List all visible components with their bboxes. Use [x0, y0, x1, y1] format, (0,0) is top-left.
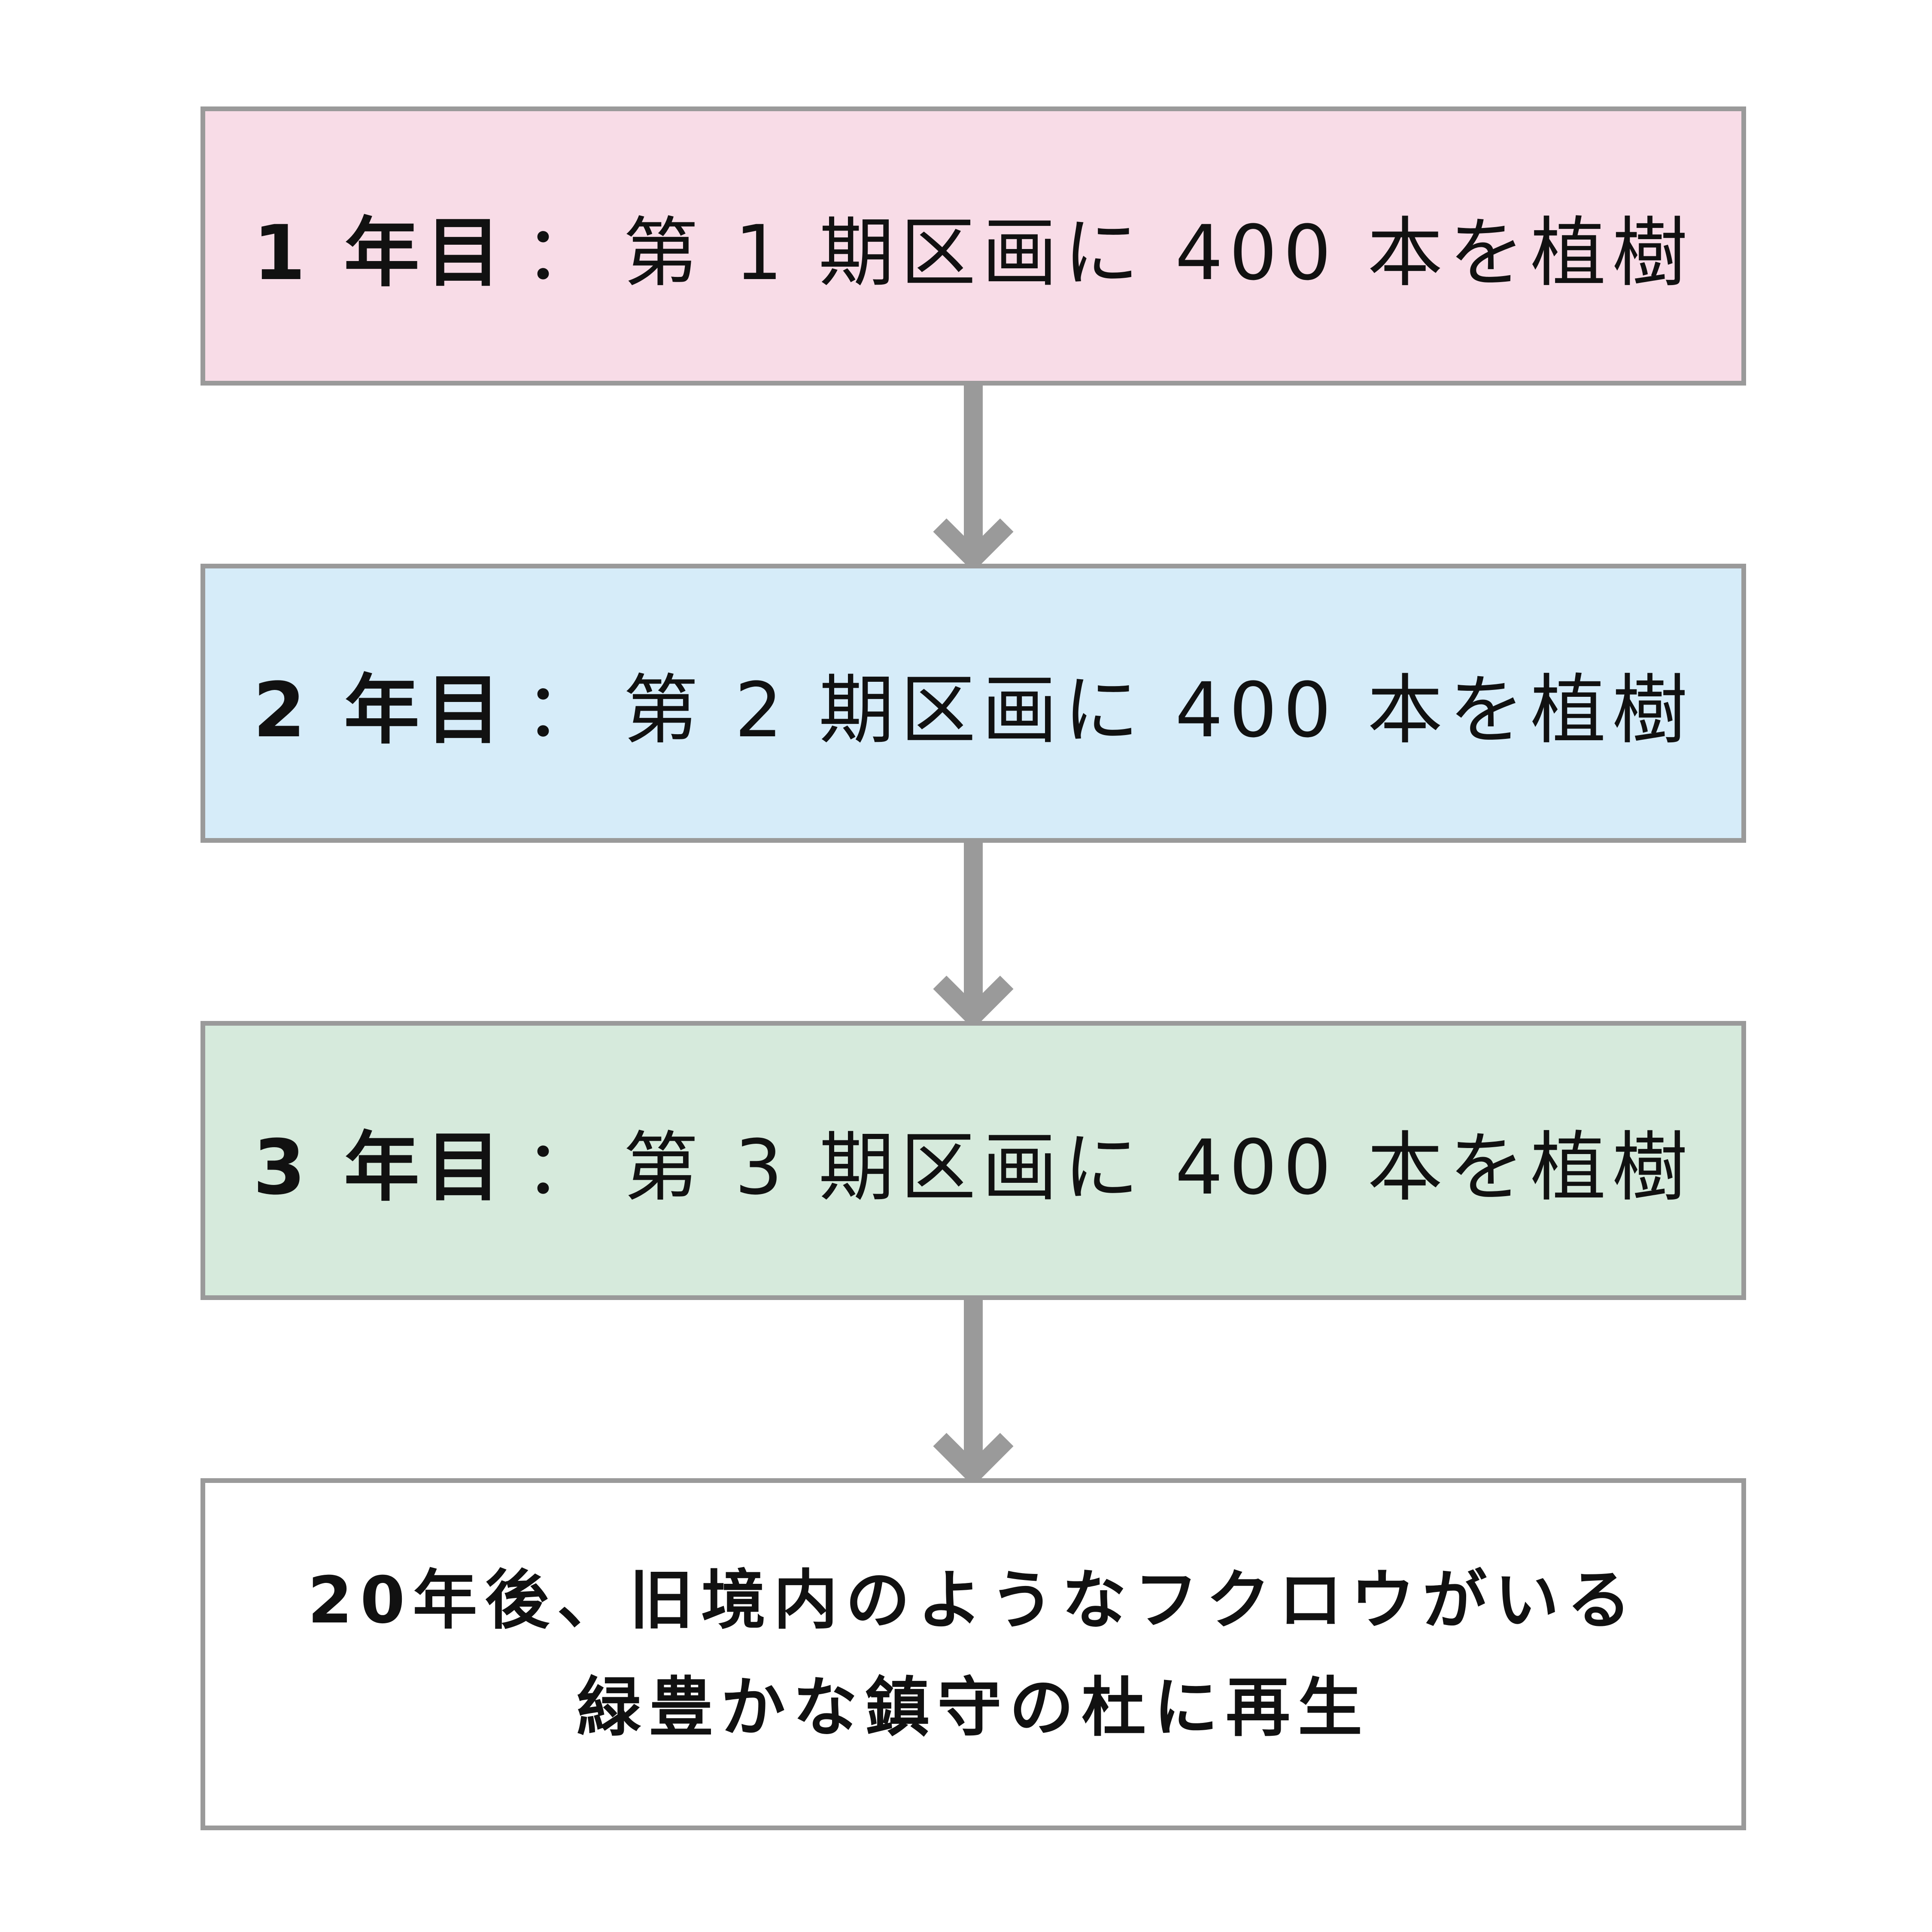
step-detail-text: 第 3 期区画に 400 本を植樹: [623, 1123, 1694, 1212]
result-box: 20年後、旧境内のようなフクロウがいる 緑豊かな鎮守の杜に再生: [200, 1478, 1746, 1830]
flow-arrow-3: [933, 1300, 1014, 1478]
step-year-label: 3 年目: [253, 1123, 507, 1212]
result-line-2: 緑豊かな鎮守の杜に再生: [576, 1671, 1370, 1745]
step-separator: ：: [524, 1123, 606, 1212]
step-detail-text: 第 2 期区画に 400 本を植樹: [623, 666, 1694, 754]
step-separator: ：: [524, 666, 606, 754]
flow-arrow-1: [933, 386, 1014, 564]
step-year-label: 2 年目: [253, 666, 507, 754]
flow-arrow-2: [933, 843, 1014, 1021]
step-detail-text: 第 1 期区画に 400 本を植樹: [623, 209, 1694, 297]
step-box-year-1: 1 年目 ： 第 1 期区画に 400 本を植樹: [200, 106, 1746, 386]
step-box-year-3: 3 年目 ： 第 3 期区画に 400 本を植樹: [200, 1021, 1746, 1300]
step-separator: ：: [524, 209, 606, 297]
result-line-1: 20年後、旧境内のようなフクロウがいる: [307, 1563, 1639, 1638]
step-year-label: 1 年目: [253, 209, 507, 297]
step-box-year-2: 2 年目 ： 第 2 期区画に 400 本を植樹: [200, 564, 1746, 843]
